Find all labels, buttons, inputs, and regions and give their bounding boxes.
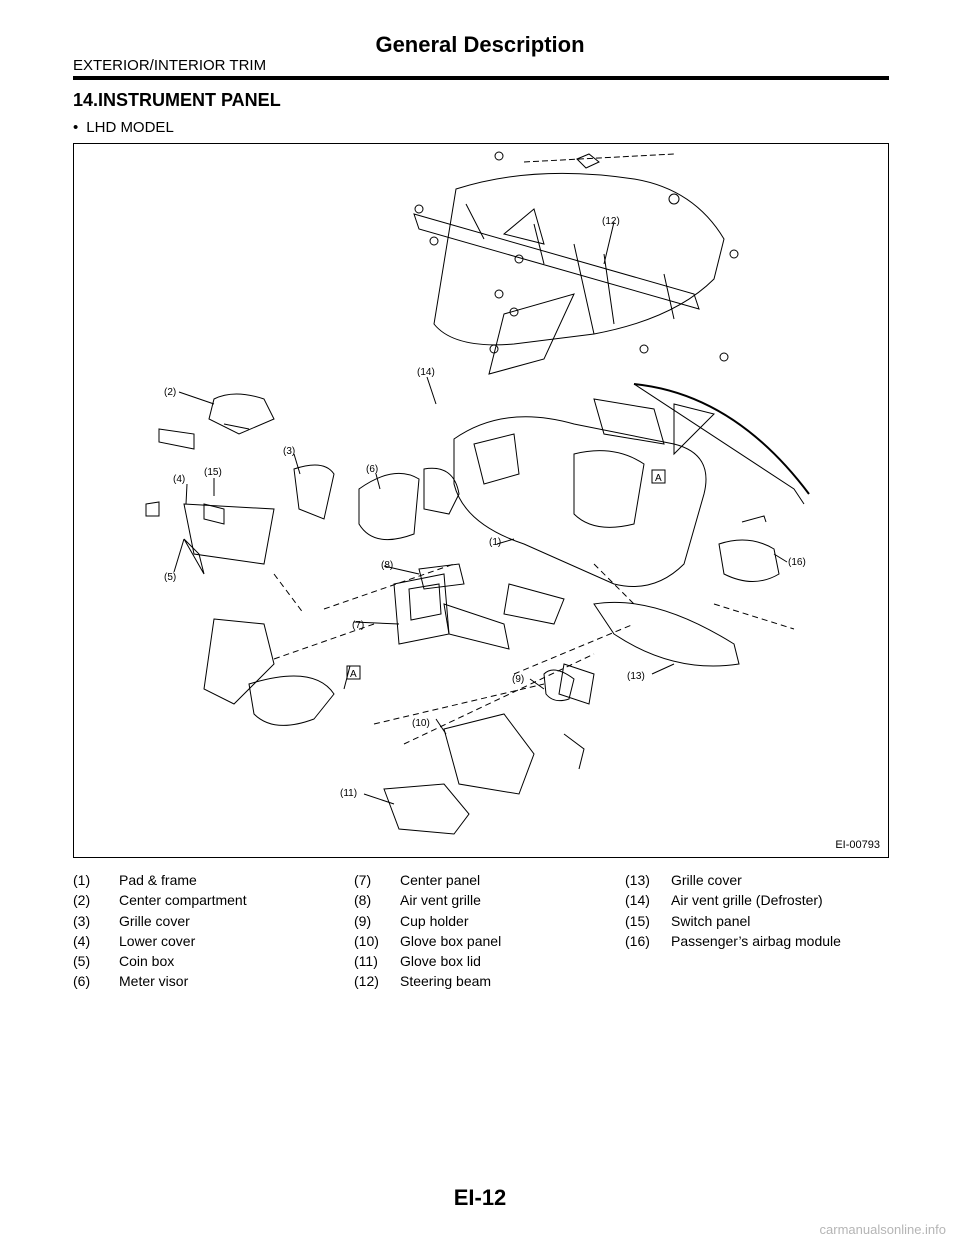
legend-row: (15) Switch panel <box>625 913 841 933</box>
legend-num: (15) <box>625 912 650 929</box>
legend-row: (4) Lower cover <box>73 933 247 953</box>
legend-label: Passenger’s airbag module <box>671 932 841 949</box>
callout-11: (11) <box>340 788 357 799</box>
steering-beam-group <box>413 151 739 375</box>
legend-column-2: (7) Center panel (8) Air vent grille (9) Cu… <box>354 872 501 994</box>
legend-row: (1) Pad & frame <box>73 872 247 892</box>
callout-8: (8) <box>381 560 393 571</box>
model-label: LHD MODEL <box>86 119 174 136</box>
callout-15: (15) <box>204 467 222 478</box>
header-rule <box>73 76 889 80</box>
callout-10: (10) <box>412 718 430 729</box>
legend-num: (7) <box>354 872 372 888</box>
legend-label: Cup holder <box>400 912 469 929</box>
legend-label: Steering beam <box>400 973 492 990</box>
lower-right-group <box>543 515 780 705</box>
legend-num: (10) <box>354 932 379 949</box>
legend-label: Glove box panel <box>400 932 502 949</box>
legend-label: Air vent grille (Defroster) <box>671 892 823 909</box>
legend-row: (13) Grille cover <box>625 872 841 892</box>
legend-num: (3) <box>73 912 91 929</box>
legend-column-1: (1) Pad & frame (2) Center compartment (3)… <box>73 872 247 994</box>
legend-label: Grille cover <box>671 872 742 888</box>
left-lower-group <box>145 501 335 726</box>
bullet-dot: • <box>73 119 79 136</box>
callout-9: (9) <box>512 674 524 685</box>
legend-row: (8) Air vent grille <box>354 892 501 912</box>
callout-16: (16) <box>788 557 806 568</box>
watermark: carmanualsonline.info <box>819 1222 946 1237</box>
legend-row: (6) Meter visor <box>73 973 247 993</box>
figure-id: EI-00793 <box>835 839 880 851</box>
marker-a-right: A <box>655 473 662 484</box>
legend-num: (16) <box>625 932 650 949</box>
legend-row: (5) Coin box <box>73 953 247 973</box>
section-label: EXTERIOR/INTERIOR TRIM <box>73 57 267 74</box>
pad-frame-group <box>453 383 810 587</box>
center-panel-group <box>393 563 565 650</box>
assembly-lines <box>273 563 795 745</box>
callout-13: (13) <box>627 671 645 682</box>
model-bullet: • LHD MODEL <box>73 119 174 136</box>
legend-label: Air vent grille <box>400 892 481 909</box>
legend-num: (14) <box>625 892 650 909</box>
legend-label: Grille cover <box>119 912 190 929</box>
callout-2: (2) <box>164 387 176 398</box>
legend-row: (12) Steering beam <box>354 973 501 993</box>
legend-num: (4) <box>73 932 91 949</box>
legend-num: (9) <box>354 912 372 929</box>
callout-4: (4) <box>173 474 185 485</box>
legend-num: (13) <box>625 872 650 888</box>
marker-a-left: A <box>350 669 357 680</box>
legend-num: (11) <box>354 953 378 970</box>
legend-row: (16) Passenger’s airbag module <box>625 933 841 953</box>
legend-row: (3) Grille cover <box>73 913 247 933</box>
legend-row: (2) Center compartment <box>73 892 247 912</box>
page-title: General Description <box>375 32 585 57</box>
legend-num: (2) <box>73 892 91 909</box>
legend-label: Glove box lid <box>400 953 481 970</box>
glove-box-group <box>383 713 585 835</box>
legend-row: (10) Glove box panel <box>354 933 501 953</box>
legend-label: Meter visor <box>119 973 189 990</box>
legend-num: (6) <box>73 973 91 990</box>
diagram-drawing <box>145 151 810 835</box>
callout-1: (1) <box>489 537 501 548</box>
section-markers <box>346 469 666 680</box>
callout-12: (12) <box>602 216 620 227</box>
callout-5: (5) <box>164 572 176 583</box>
legend-row: (14) Air vent grille (Defroster) <box>625 892 841 912</box>
diagram-labels: (1) (2) (3) (4) (5) (6) (7) (8) (9) (10)… <box>164 216 806 799</box>
callout-3: (3) <box>283 446 295 457</box>
exploded-diagram: (1) (2) (3) (4) (5) (6) (7) (8) (9) (10)… <box>73 143 889 858</box>
legend-label: Pad & frame <box>119 872 197 888</box>
legend-column-3: (13) Grille cover (14) Air vent grille (De… <box>625 872 841 953</box>
section-heading: 14.INSTRUMENT PANEL <box>73 90 281 110</box>
page-code: EI-12 <box>453 1185 507 1210</box>
callout-6: (6) <box>366 464 378 475</box>
legend-num: (12) <box>354 973 379 990</box>
legend-label: Lower cover <box>119 932 196 949</box>
callout-14: (14) <box>417 367 435 378</box>
legend-label: Center compartment <box>119 892 247 909</box>
legend-num: (8) <box>354 892 372 909</box>
legend-row: (7) Center panel <box>354 872 501 892</box>
legend-label: Center panel <box>400 872 481 888</box>
legend-row: (9) Cup holder <box>354 913 501 933</box>
legend-label: Coin box <box>119 953 175 970</box>
legend-label: Switch panel <box>671 912 751 929</box>
center-compartment-group <box>158 393 275 450</box>
legend-row: (11) Glove box lid <box>354 953 501 973</box>
legend-num: (1) <box>73 872 91 888</box>
callout-7: (7) <box>352 620 364 631</box>
meter-visor-group <box>293 464 460 541</box>
legend-num: (5) <box>73 953 91 970</box>
